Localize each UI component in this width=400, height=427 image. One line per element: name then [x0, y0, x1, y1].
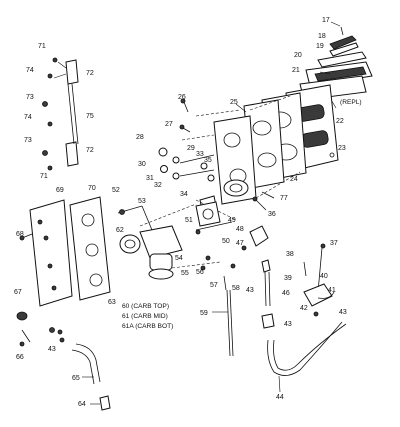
callout-74-top: 74	[26, 67, 34, 74]
fuel-fittings-group	[261, 243, 335, 329]
callout-33: 33	[196, 151, 204, 158]
callout-30: 30	[138, 161, 146, 168]
callout-72-top: 72	[86, 70, 94, 77]
callout-43-c: 43	[339, 309, 347, 316]
callout-47: 47	[236, 240, 244, 247]
callout-75: 75	[86, 113, 94, 120]
callout-34: 34	[180, 191, 188, 198]
callout-73-top: 73	[26, 94, 34, 101]
callout-39: 39	[284, 275, 292, 282]
callout-59: 59	[200, 310, 208, 317]
callout-77: 77	[280, 195, 288, 202]
callout-69: 69	[56, 187, 64, 194]
carburetor	[117, 201, 221, 280]
callout-25: 25	[230, 99, 238, 106]
callout-54: 54	[175, 255, 183, 262]
callout-27: 27	[165, 121, 173, 128]
callout-36: 36	[268, 211, 276, 218]
callout-43-a: 43	[246, 287, 254, 294]
callout-58: 58	[232, 285, 240, 292]
assembly-guides	[139, 95, 301, 269]
callout-35: 35	[204, 157, 212, 164]
callout-18: 18	[318, 33, 326, 40]
callout-23: 23	[338, 145, 346, 152]
callout-labels: 17 18 19 20 21 (REPL) 22 23 24 25 26 27 …	[14, 17, 362, 408]
carb-mid-note: 61 (CARB MID)	[122, 313, 168, 320]
callout-71-top: 71	[38, 43, 46, 50]
throttle-linkage	[195, 221, 269, 291]
carb-cover-group	[16, 196, 111, 347]
callout-74-bottom: 74	[24, 114, 32, 121]
callout-71-bottom: 71	[40, 173, 48, 180]
callout-26: 26	[178, 94, 186, 101]
callout-48: 48	[236, 226, 244, 233]
callout-19: 19	[316, 43, 324, 50]
fuel-hose-65	[71, 343, 111, 411]
callout-55: 55	[181, 270, 189, 277]
callout-56: 56	[196, 269, 204, 276]
callout-66: 66	[16, 354, 24, 361]
callout-63: 63	[108, 299, 116, 306]
callout-37: 37	[330, 240, 338, 247]
callout-65: 65	[72, 375, 80, 382]
callout-43-d: 43	[48, 346, 56, 353]
callout-22: 22	[336, 118, 344, 125]
callout-73-bottom: 73	[24, 137, 32, 144]
callout-17: 17	[322, 17, 330, 24]
callout-50: 50	[222, 238, 230, 245]
callout-52: 52	[112, 187, 120, 194]
callout-40: 40	[320, 273, 328, 280]
callout-62: 62	[116, 227, 124, 234]
callout-32: 32	[154, 182, 162, 189]
callout-20: 20	[294, 52, 302, 59]
callout-64: 64	[78, 401, 86, 408]
callout-28: 28	[136, 134, 144, 141]
callout-29: 29	[187, 145, 195, 152]
carb-bot-note: 61A (CARB BOT)	[122, 323, 173, 330]
choke-rod	[212, 289, 234, 357]
repl-note: (REPL)	[340, 99, 362, 106]
callout-44: 44	[276, 394, 284, 401]
callout-24: 24	[290, 176, 298, 183]
callout-21: 21	[292, 67, 300, 74]
callout-57: 57	[210, 282, 218, 289]
callout-41: 41	[328, 287, 336, 294]
callout-43-b: 43	[284, 321, 292, 328]
intake-manifold-group	[235, 84, 339, 189]
fuel-hose-44	[267, 321, 347, 393]
carb-top-note: 60 (CARB TOP)	[122, 303, 169, 310]
callout-72-bottom: 72	[86, 147, 94, 154]
callout-67: 67	[14, 289, 22, 296]
linkage-bracket-group	[42, 57, 79, 171]
callout-38: 38	[286, 251, 294, 258]
callout-31: 31	[146, 175, 154, 182]
callout-49: 49	[228, 217, 236, 224]
throttle-body-group	[158, 98, 257, 221]
callout-68: 68	[16, 231, 24, 238]
callout-42: 42	[300, 305, 308, 312]
callout-51: 51	[185, 217, 193, 224]
callout-70: 70	[88, 185, 96, 192]
callout-53: 53	[138, 198, 146, 205]
small-fittings	[49, 327, 65, 343]
callout-46: 46	[282, 290, 290, 297]
